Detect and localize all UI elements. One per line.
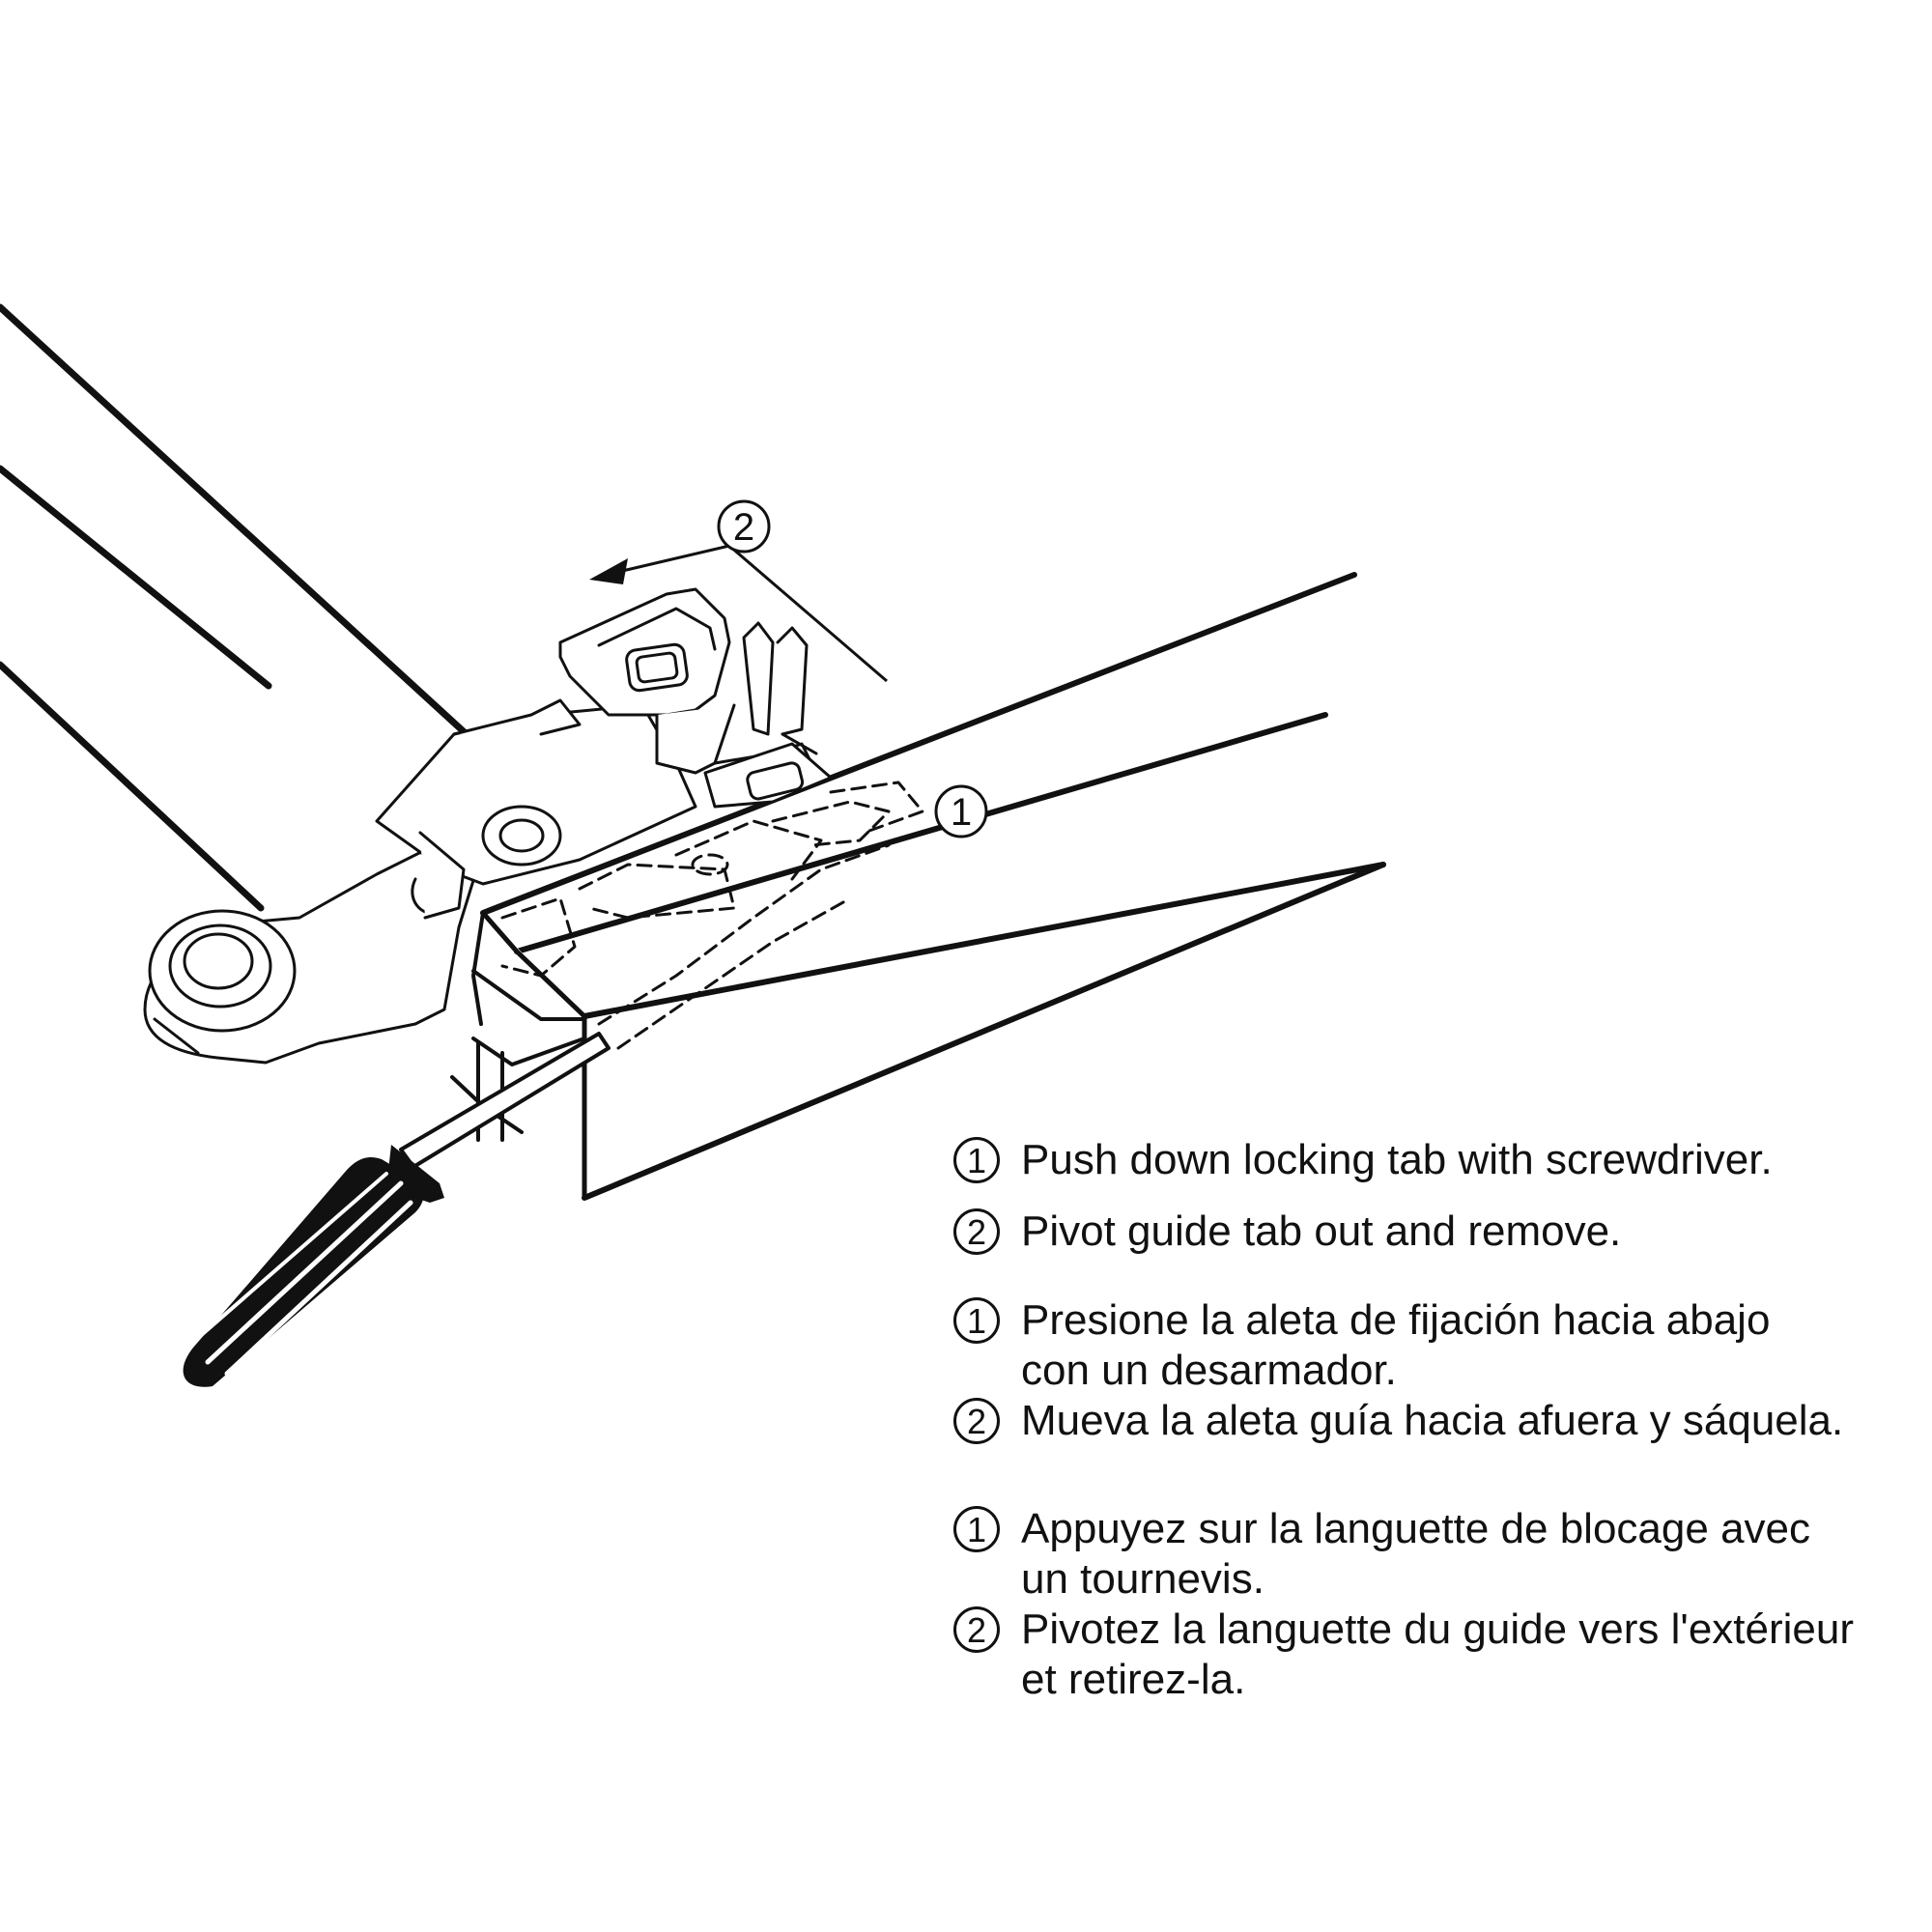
callout-step-1: 1 xyxy=(934,784,988,838)
pivot-arrowhead xyxy=(589,558,628,584)
step-number-badge: 1 xyxy=(953,1506,1000,1552)
english-step-2: 2 Pivot guide tab out and remove. xyxy=(952,1207,1918,1257)
french-step-1-line-1: Appuyez sur la languette de blocage avec xyxy=(1021,1505,1811,1552)
instructions-english: 1 Push down locking tab with screwdriver… xyxy=(952,1135,1918,1257)
french-step-1: 1 Appuyez sur la languette de blocage av… xyxy=(952,1504,1918,1605)
spanish-step-1: 1 Presione la aleta de fijación hacia ab… xyxy=(952,1295,1918,1396)
spanish-step-1-line-2: con un desarmador. xyxy=(1021,1347,1397,1394)
step-number-badge: 2 xyxy=(953,1606,1000,1653)
screwdriver-handle xyxy=(183,1145,444,1387)
callout-step-1-number: 1 xyxy=(951,791,972,834)
instructions-french: 1 Appuyez sur la languette de blocage av… xyxy=(952,1504,1918,1705)
french-step-1-line-2: un tournevis. xyxy=(1021,1555,1264,1603)
french-step-2: 2 Pivotez la languette du guide vers l'e… xyxy=(952,1605,1918,1705)
english-step-1-text: Push down locking tab with screwdriver. xyxy=(1021,1136,1773,1183)
headrail xyxy=(450,572,1386,1201)
hidden-locking-tab xyxy=(500,781,924,1050)
step-number-badge: 1 xyxy=(953,1137,1000,1183)
spanish-step-2: 2 Mueva la aleta guía hacia afuera y sáq… xyxy=(952,1396,1918,1446)
track-rails xyxy=(0,303,472,912)
step-number-badge: 2 xyxy=(953,1208,1000,1255)
spring-clip xyxy=(742,621,818,755)
instructions-spanish: 1 Presione la aleta de fijación hacia ab… xyxy=(952,1295,1918,1446)
lower-latch xyxy=(703,742,833,809)
callout-step-2: 2 xyxy=(717,499,771,554)
english-step-2-text: Pivot guide tab out and remove. xyxy=(1021,1208,1622,1255)
english-step-1: 1 Push down locking tab with screwdriver… xyxy=(952,1135,1918,1185)
step-number-badge: 1 xyxy=(953,1297,1000,1344)
carrier-bracket xyxy=(375,698,697,920)
callout-step-2-number: 2 xyxy=(733,506,754,549)
step-number-badge: 2 xyxy=(953,1398,1000,1444)
roller-wheel xyxy=(148,909,297,1033)
french-step-2-line-1: Pivotez la languette du guide vers l'ext… xyxy=(1021,1605,1855,1653)
french-step-2-line-2: et retirez-la. xyxy=(1021,1656,1246,1703)
spanish-step-1-line-1: Presione la aleta de fijación hacia abaj… xyxy=(1021,1296,1771,1344)
instructions-panel: 1 Push down locking tab with screwdriver… xyxy=(952,1135,1918,1744)
spanish-step-2-line-1: Mueva la aleta guía hacia afuera y sáque… xyxy=(1021,1397,1844,1444)
